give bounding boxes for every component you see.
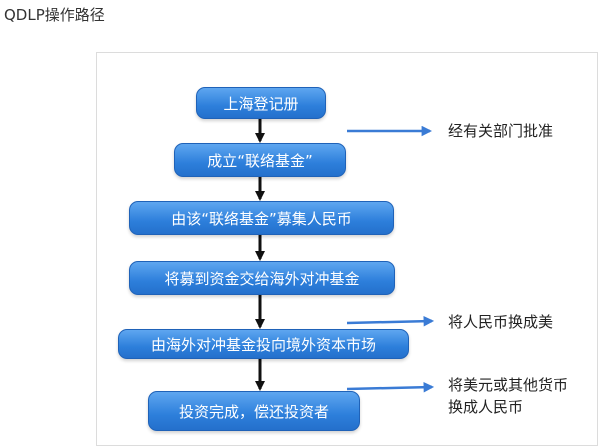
step-label: 由该“联络基金”募集人民币	[171, 209, 352, 228]
step-box-repay-investors: 投资完成，偿还投资者	[148, 391, 360, 431]
step-box-shanghai-registration: 上海登记册	[196, 87, 326, 119]
side-note-line: 换成人民币	[448, 398, 524, 416]
step-label: 将募到资金交给海外对冲基金	[164, 269, 360, 288]
side-note-line: 将美元或其他货币	[448, 376, 569, 394]
step-label: 上海登记册	[223, 94, 299, 113]
side-note-rmb-to-usd: 将人民币换成美	[448, 311, 553, 333]
step-label: 由海外对冲基金投向境外资本市场	[150, 335, 376, 354]
side-note-line: 经有关部门批准	[448, 122, 554, 140]
page-title: QDLP操作路径	[4, 6, 105, 24]
step-box-transfer-to-hedge-fund: 将募到资金交给海外对冲基金	[129, 261, 395, 295]
step-label: 成立“联络基金”	[207, 151, 313, 170]
side-arrow-rmb-to-usd	[346, 315, 435, 327]
flowchart-card	[96, 52, 598, 446]
step-box-establish-fund: 成立“联络基金”	[174, 143, 346, 177]
side-note-approval: 经有关部门批准	[448, 120, 553, 142]
step-box-invest-overseas: 由海外对冲基金投向境外资本市场	[118, 329, 409, 359]
step-label: 投资完成，偿还投资者	[178, 402, 329, 421]
step-box-raise-rmb: 由该“联络基金”募集人民币	[129, 201, 394, 235]
side-note-line: 将人民币换成美	[448, 313, 554, 331]
side-arrow-usd-to-rmb	[346, 381, 435, 393]
side-note-usd-to-rmb: 将美元或其他货币 换成人民币	[448, 374, 568, 418]
